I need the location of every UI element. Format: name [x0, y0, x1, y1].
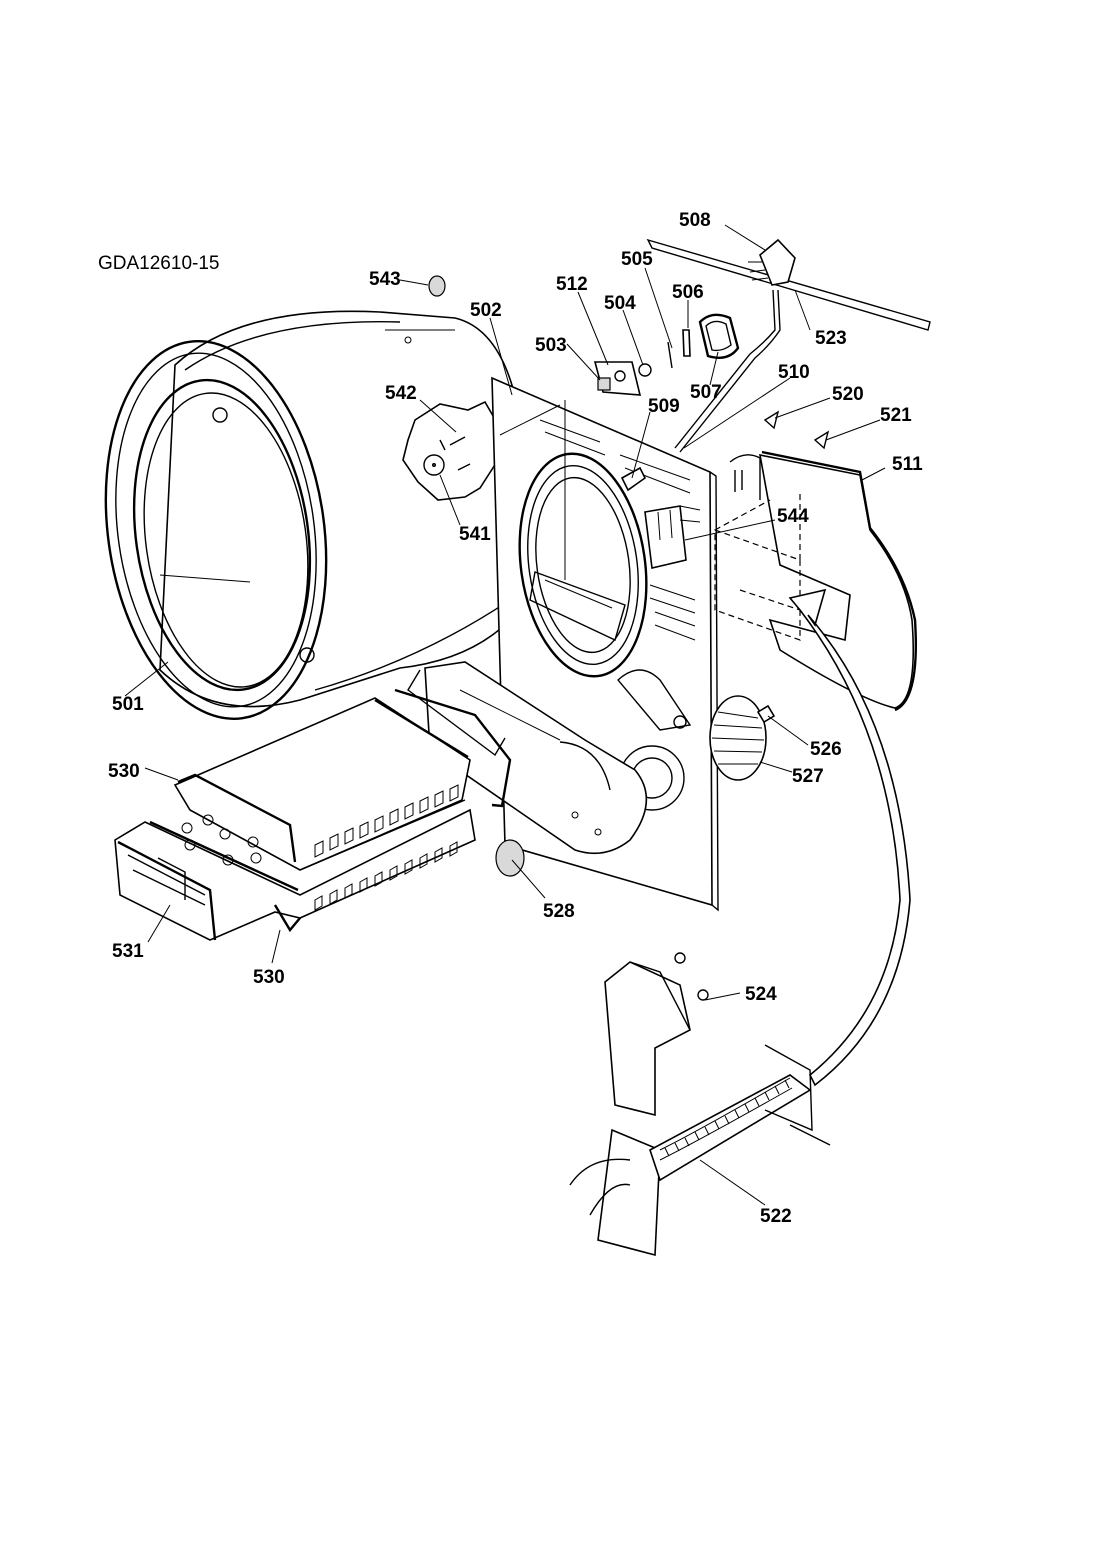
label-531: 531 [112, 941, 144, 962]
part-labels: 508 505 543 512 506 504 502 523 503 507 … [108, 210, 923, 1227]
label-523: 523 [815, 328, 847, 349]
label-530-bottom: 530 [253, 967, 285, 988]
label-505: 505 [621, 249, 653, 270]
label-503: 503 [535, 335, 567, 356]
label-544: 544 [777, 506, 809, 527]
label-501: 501 [112, 694, 144, 715]
label-528: 528 [543, 901, 575, 922]
duct-drawing [394, 661, 648, 855]
label-521: 521 [880, 405, 912, 426]
label-543: 543 [369, 269, 401, 290]
label-508: 508 [679, 210, 711, 231]
label-542: 542 [385, 383, 417, 404]
label-530-top: 530 [108, 761, 140, 782]
diagram-code: GDA12610-15 [98, 253, 219, 274]
leader-lines [124, 224, 886, 1206]
label-524: 524 [745, 984, 777, 1005]
fan-cover-drawing [495, 450, 918, 877]
label-507: 507 [690, 382, 722, 403]
label-520: 520 [832, 384, 864, 405]
label-512: 512 [556, 274, 588, 295]
drum-drawing [104, 310, 527, 720]
label-527: 527 [792, 766, 824, 787]
label-541: 541 [459, 524, 491, 545]
heater-drawing [569, 952, 831, 1257]
label-509: 509 [648, 396, 680, 417]
label-510: 510 [778, 362, 810, 383]
condenser-drawing [114, 697, 476, 941]
label-511: 511 [892, 454, 923, 475]
airflow-arrow [788, 588, 911, 1087]
label-526: 526 [810, 739, 842, 760]
label-504: 504 [604, 293, 636, 314]
label-522: 522 [760, 1206, 792, 1227]
top-parts-drawing [428, 238, 931, 569]
label-506: 506 [672, 282, 704, 303]
label-502: 502 [470, 300, 502, 321]
